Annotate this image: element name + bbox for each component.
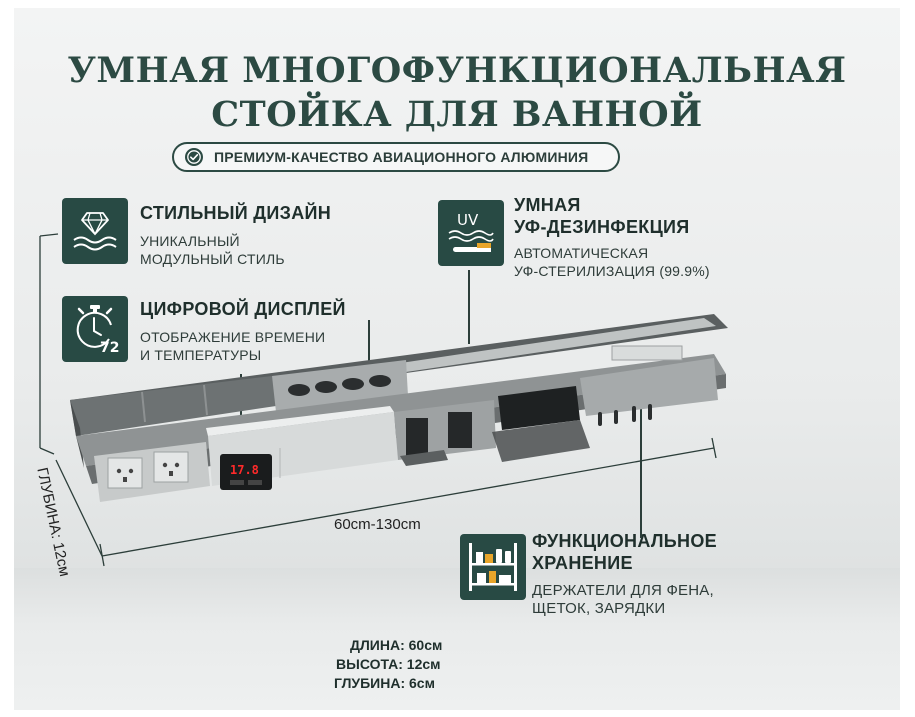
feature-uv-line1: АВТОМАТИЧЕСКАЯ [514,245,649,261]
feature-design-line2: МОДУЛЬНЫЙ СТИЛЬ [140,251,285,267]
spec-depth: ГЛУБИНА: 6см [334,675,435,691]
feature-display-line2: И ТЕМПЕРАТУРЫ [140,347,262,363]
feature-design-line1: УНИКАЛЬНЫЙ [140,233,240,249]
badge-text: ПРЕМИУМ-КАЧЕСТВО АВИАЦИОННОГО АЛЮМИНИЯ [214,149,589,165]
feature-display-title: ЦИФРОВОЙ ДИСПЛЕЙ [140,299,346,319]
product-banner: УМНАЯ МНОГОФУНКЦИОНАЛЬНАЯ СТОЙКА ДЛЯ ВАН… [14,8,900,710]
product-rack-illustration: 17.8 [39,233,728,567]
feature-storage-title1: ФУНКЦИОНАЛЬНОЕ [532,531,717,551]
uv-icon-label: UV [457,211,479,229]
page-title-line2: СТОЙКА ДЛЯ ВАННОЙ [211,94,703,135]
leader-uv [468,270,470,344]
feature-uv-title2: УФ-ДЕЗИНФЕКЦИЯ [514,217,690,237]
stopwatch-icon: 72 [62,296,128,362]
feature-storage-line2: ЩЕТОК, ЗАРЯДКИ [532,600,666,617]
feature-design-title: СТИЛЬНЫЙ ДИЗАЙН [140,203,332,223]
page-title-line1: УМНАЯ МНОГОФУНКЦИОНАЛЬНАЯ [67,50,847,91]
feature-storage-title2: ХРАНЕНИЕ [532,553,633,573]
check-badge-icon [185,148,203,166]
spec-height: ВЫСОТА: 12см [336,656,441,672]
led-display-reading: 17.8 [230,463,259,477]
feature-display-line1: ОТОБРАЖЕНИЕ ВРЕМЕНИ [140,329,326,345]
quality-badge: ПРЕМИУМ-КАЧЕСТВО АВИАЦИОННОГО АЛЮМИНИЯ [172,142,620,172]
feature-uv-title1: УМНАЯ [514,195,581,215]
shelf-bottles-icon [460,534,526,600]
stopwatch-number: 72 [100,340,119,356]
floor-shadow [14,568,900,710]
spec-length: ДЛИНА: 60см [350,637,443,653]
leader-display-top [368,320,370,376]
feature-storage-line1: ДЕРЖАТЕЛИ ДЛЯ ФЕНА, [532,582,714,599]
uv-toothbrush-icon: UV [438,200,504,266]
diamond-waves-icon [62,198,128,264]
feature-uv-line2: УФ-СТЕРИЛИЗАЦИЯ (99.9%) [514,263,710,279]
leader-storage [640,378,642,538]
width-dimension-label: 60cm-130cm [334,516,421,533]
